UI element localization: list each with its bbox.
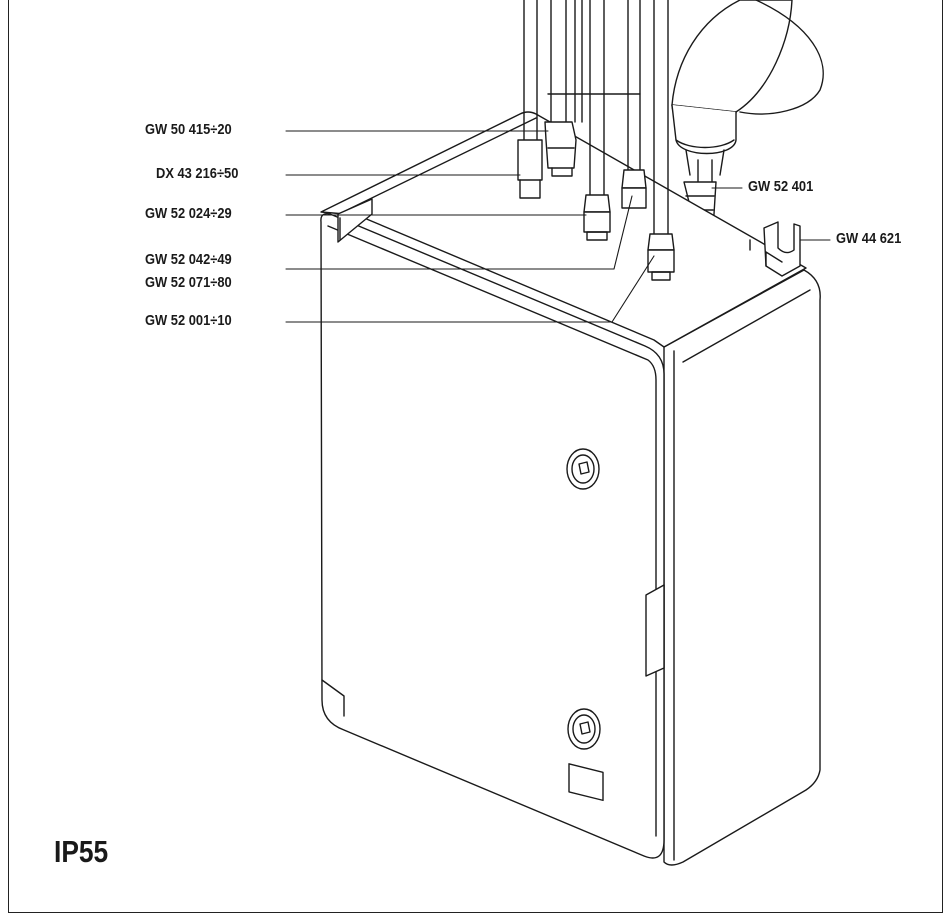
callout-gw-52-024: GW 52 024÷29 [145, 205, 232, 222]
enclosure-top [320, 111, 807, 348]
callout-gw-52-042: GW 52 042÷49 [145, 251, 232, 268]
callout-gw-52-071: GW 52 071÷80 [145, 274, 232, 291]
pipes [517, 0, 675, 281]
leader-lines [285, 130, 831, 323]
enclosure-side [663, 269, 821, 866]
callout-gw-44-621: GW 44 621 [836, 230, 902, 247]
label-window [568, 763, 604, 802]
enclosure-door [320, 198, 665, 859]
callout-dx-43-216: DX 43 216÷50 [156, 165, 239, 182]
drill-body [671, 0, 824, 176]
hook-icon [749, 221, 801, 277]
callout-gw-52-401: GW 52 401 [748, 178, 814, 195]
lock-upper [566, 448, 600, 490]
ip-rating-label: IP55 [54, 834, 109, 869]
callout-gw-50-415: GW 50 415÷20 [145, 121, 232, 138]
lock-lower [567, 708, 601, 750]
callout-gw-52-001: GW 52 001÷10 [145, 312, 232, 329]
figure-frame [8, 0, 943, 913]
